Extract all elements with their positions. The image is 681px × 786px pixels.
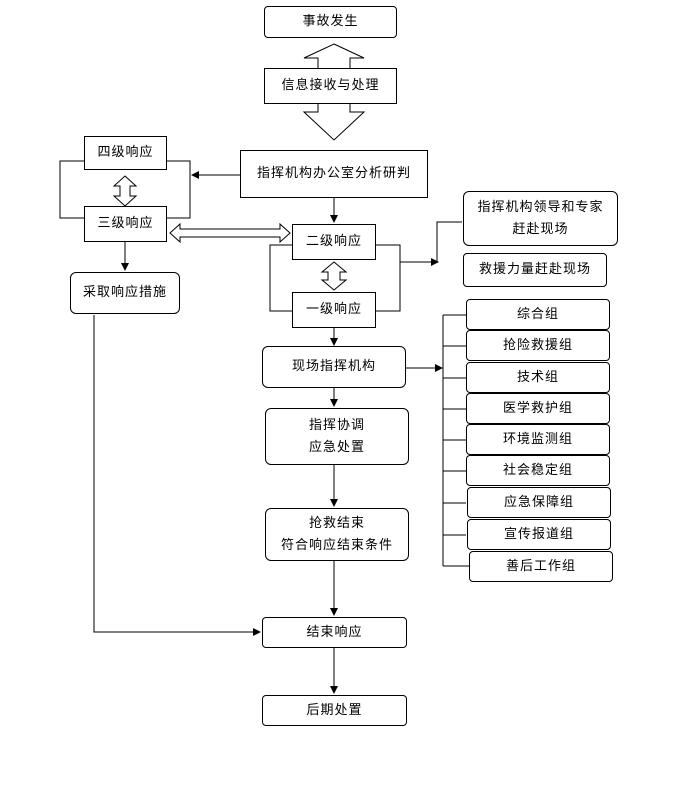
group-item: 社会稳定组 xyxy=(466,455,610,486)
group-item: 环境监测组 xyxy=(466,424,610,455)
node-level2: 二级响应 xyxy=(292,224,376,260)
double-arrow-level3-level2 xyxy=(169,222,291,244)
arrow-measures-to-endresponse xyxy=(93,315,261,636)
bracket-right-level4-level3 xyxy=(167,160,191,219)
double-arrow-level2-level1 xyxy=(320,261,348,291)
group-item: 应急保障组 xyxy=(467,487,611,518)
node-leaders: 指挥机构领导和专家 赶赴现场 xyxy=(463,191,618,246)
node-coordination: 指挥协调 应急处置 xyxy=(265,408,409,465)
group-item: 抢险救援组 xyxy=(466,330,610,361)
group-item: 善后工作组 xyxy=(469,551,613,582)
node-aftermath: 后期处置 xyxy=(262,695,407,726)
node-level3: 三级响应 xyxy=(84,206,167,242)
bracket-left-level4-level3 xyxy=(59,160,84,219)
node-level4: 四级响应 xyxy=(84,136,167,170)
connector-to-leaders xyxy=(400,221,462,263)
node-accident: 事故发生 xyxy=(264,6,397,38)
bracket-right-level2-level1 xyxy=(376,244,401,312)
bracket-left-level2-level1 xyxy=(269,244,292,312)
node-analysis: 指挥机构办公室分析研判 xyxy=(240,150,428,198)
node-level1: 一级响应 xyxy=(292,292,376,328)
node-info: 信息接收与处理 xyxy=(264,68,397,104)
node-end-response: 结束响应 xyxy=(262,617,407,648)
node-measures: 采取响应措施 xyxy=(70,272,180,314)
node-rescue-force: 救援力量赶赴现场 xyxy=(463,253,607,287)
group-item: 综合组 xyxy=(466,299,610,330)
group-item: 医学救护组 xyxy=(466,393,610,424)
double-arrow-level4-level3 xyxy=(112,175,138,207)
group-item: 技术组 xyxy=(466,362,610,393)
node-end-rescue: 抢救结束 符合响应结束条件 xyxy=(265,508,409,561)
node-field-command: 现场指挥机构 xyxy=(262,346,406,388)
group-item: 宣传报道组 xyxy=(467,519,611,550)
